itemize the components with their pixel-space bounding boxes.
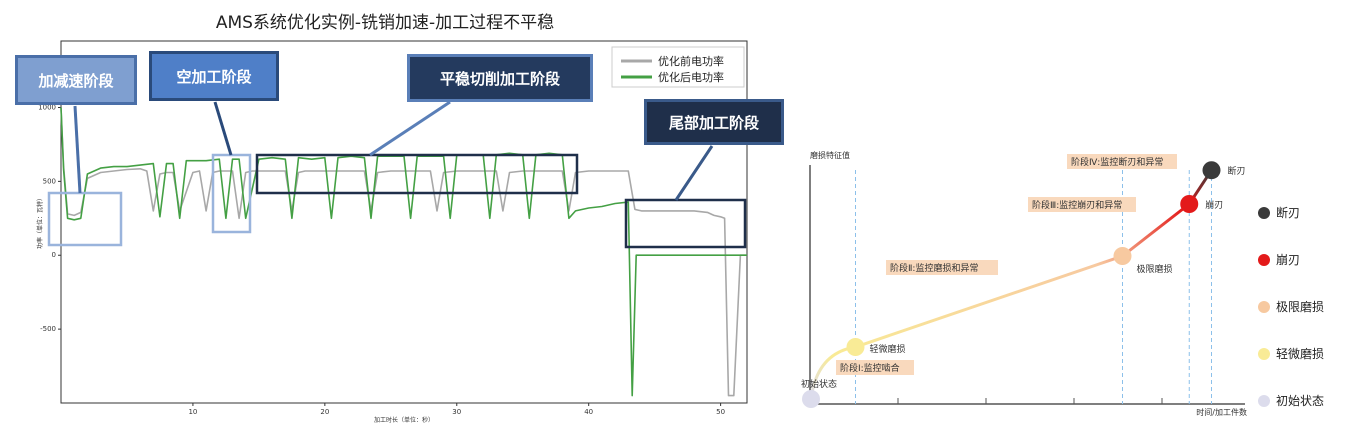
page-title: AMS系统优化实例-铣销加速-加工过程不平稳 [215, 13, 555, 33]
y-tick-label: 0 [52, 251, 56, 259]
wear-legend-swatch [1258, 301, 1270, 313]
connector-accel [73, 105, 82, 194]
wear-legend-swatch [1258, 207, 1270, 219]
x-tick-label: 40 [584, 408, 593, 416]
wear-point-label: 断刃 [1228, 165, 1246, 177]
x-tick-label: 30 [452, 408, 461, 416]
stage-annotation: 阶段Ⅳ:监控断刃和异常 [1067, 154, 1177, 169]
connector-idle [213, 101, 233, 156]
x-axis-label: 加工时长（单位：秒） [374, 416, 434, 424]
stage-annotation-bg [836, 360, 914, 375]
power-chart: 10 20 30 40 50 1000 500 0 -500 加工时长（单位：秒） 功率（单位：… [36, 40, 748, 424]
stage-annotation-text: 阶段Ⅰ:监控啮合 [840, 362, 900, 374]
highlight-tail [624, 198, 747, 249]
stage-annotation: 阶段Ⅱ:监控磨损和异常 [886, 260, 998, 275]
highlight-steady [255, 153, 579, 195]
y-tick-label: 500 [43, 177, 56, 185]
wear-legend-label: 极限磨损 [1276, 300, 1324, 314]
wear-legend-label: 断刃 [1276, 205, 1300, 220]
stage-annotation-text: 阶段Ⅳ:监控断刃和异常 [1071, 156, 1163, 168]
stage-annotation-text: 阶段Ⅲ:监控崩刃和异常 [1032, 199, 1122, 211]
x-tick-label: 10 [188, 408, 197, 416]
wear-point [802, 390, 820, 408]
stage-annotation: 阶段Ⅲ:监控崩刃和异常 [1028, 197, 1136, 212]
stage-label-idle: 空加工阶段 [149, 51, 279, 101]
stage-label-steady: 平稳切削加工阶段 [407, 54, 593, 102]
legend-box [611, 46, 745, 88]
highlight-accel [47, 191, 123, 247]
wear-y-axis-label: 磨损特征值 [810, 150, 850, 160]
wear-point-label: 极限磨损 [1137, 263, 1173, 275]
wear-point [1113, 247, 1132, 265]
x-tick-label: 50 [716, 408, 725, 416]
wear-legend-label: 初始状态 [1276, 394, 1324, 408]
stage-annotation-text: 阶段Ⅱ:监控磨损和异常 [890, 262, 978, 274]
stage-annotation-bg [1067, 154, 1177, 169]
wear-legend-label: 崩刃 [1276, 253, 1300, 267]
wear-curve [809, 169, 1213, 400]
x-tick-label: 20 [320, 408, 329, 416]
y-axis-label: 功率（单位：瓦特） [36, 195, 44, 249]
stage-annotation: 阶段Ⅰ:监控啮合 [836, 360, 914, 375]
wear-point-label: 崩刃 [1205, 199, 1223, 211]
series-line-after [60, 107, 747, 397]
wear-legend-label: 轻微磨损 [1276, 347, 1324, 361]
y-tick-label: 1000 [38, 103, 56, 111]
stage-annotation-bg [886, 260, 998, 275]
wear-chart: 阶段Ⅰ:监控啮合 阶段Ⅱ:监控磨损和异常 阶段Ⅲ:监控崩刃和异常 阶段Ⅳ:监控断刃和异… [801, 150, 1324, 417]
wear-point [1202, 161, 1221, 180]
series-line-before [60, 107, 747, 397]
stage-label-tail: 尾部加工阶段 [644, 99, 784, 145]
connector-steady [369, 100, 451, 157]
power-plot-frame [60, 40, 748, 404]
stage-label-accel: 加减速阶段 [15, 55, 137, 105]
wear-legend-swatch [1258, 348, 1270, 360]
legend-label-after: 优化后电功率 [658, 70, 724, 84]
wear-point-label: 轻微磨损 [870, 343, 906, 355]
wear-legend-swatch [1258, 254, 1270, 266]
stage-annotation-bg [1028, 197, 1136, 212]
y-tick-label: -500 [40, 325, 56, 333]
highlight-idle [211, 153, 252, 234]
wear-legend-swatch [1258, 395, 1270, 407]
connector-tail [674, 145, 714, 201]
wear-point [846, 338, 865, 356]
wear-point-label: 初始状态 [801, 378, 837, 390]
wear-point [1180, 195, 1199, 213]
legend-label-before: 优化前电功率 [658, 54, 724, 68]
wear-x-axis-label: 时间/加工件数 [1196, 407, 1247, 417]
